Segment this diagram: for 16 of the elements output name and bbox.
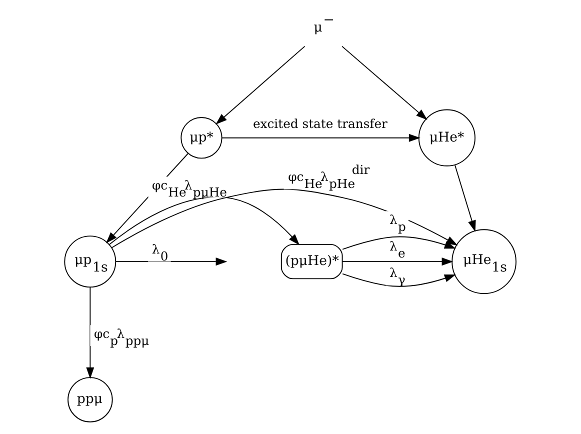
node-box: (pμHe)* [280, 244, 343, 280]
arrow [86, 286, 94, 379]
arrow [342, 273, 456, 287]
arrow [111, 188, 458, 248]
node-circle: μHe* [418, 109, 476, 166]
arrow [342, 258, 454, 266]
arrow [454, 164, 476, 232]
arrow [115, 258, 228, 266]
arrow [342, 46, 428, 120]
arrow [222, 134, 420, 142]
node-circle: ppμ [68, 377, 113, 422]
arrow [108, 196, 300, 246]
arrow [216, 46, 306, 124]
node-circle: μp* [180, 117, 222, 159]
arrow [342, 236, 456, 250]
edge-label: excited state transfer [252, 116, 388, 131]
